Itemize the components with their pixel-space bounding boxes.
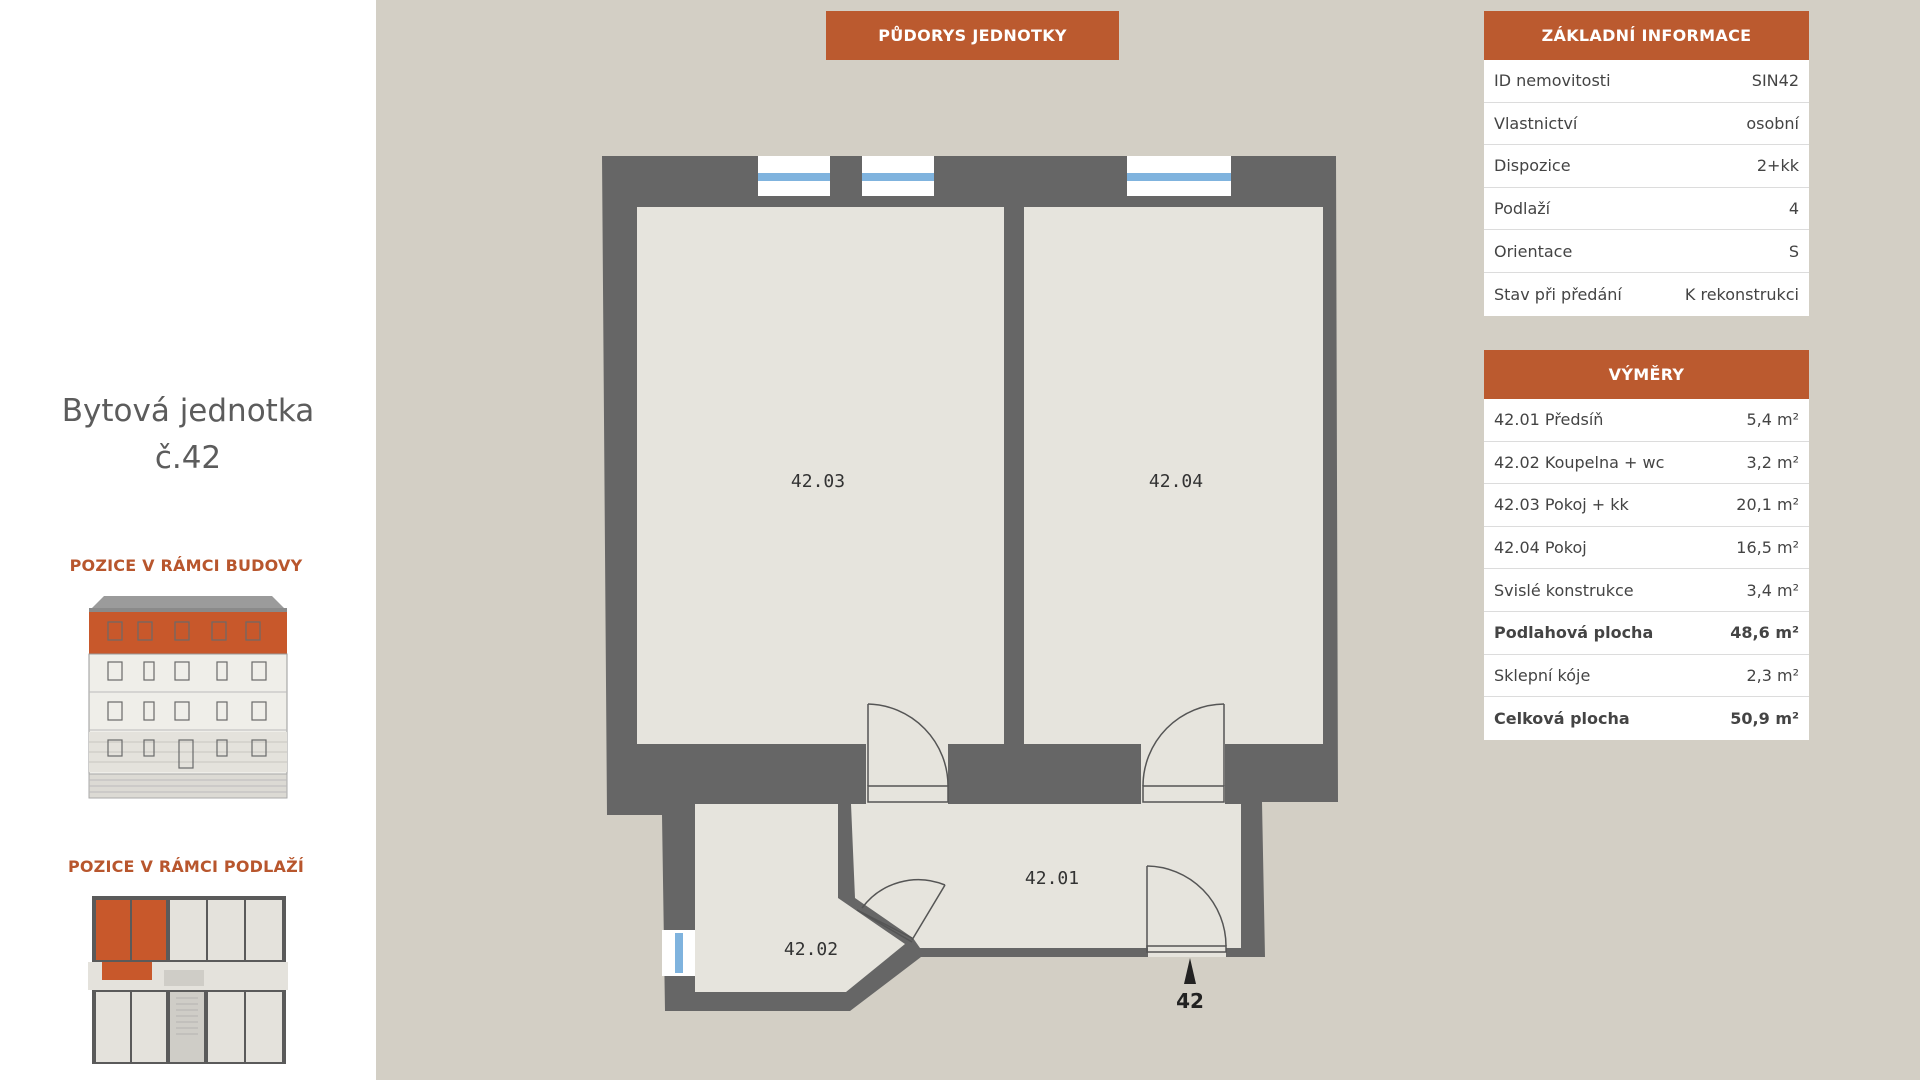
floor-plan-header: PŮDORYS JEDNOTKY	[826, 11, 1119, 60]
area-row: 42.03 Pokoj + kk 20,1 m²	[1484, 484, 1809, 527]
area-value: 2,3 m²	[1746, 665, 1799, 685]
info-row: Stav při předání K rekonstrukci	[1484, 273, 1809, 316]
area-label: Podlahová plocha	[1494, 623, 1654, 643]
area-value: 5,4 m²	[1746, 410, 1799, 430]
info-row: Orientace S	[1484, 230, 1809, 273]
info-label: Stav při předání	[1494, 284, 1622, 304]
door-opening-entrance	[1148, 943, 1226, 957]
room-label-42-01: 42.01	[1025, 868, 1079, 889]
area-label: 42.01 Předsíň	[1494, 410, 1604, 430]
info-label: Orientace	[1494, 241, 1573, 261]
info-value: 4	[1788, 199, 1799, 219]
sidebar: Bytová jednotka č.42 POZICE V RÁMCI BUDO…	[0, 0, 376, 1080]
room-42-02-floor	[695, 804, 905, 992]
entrance-arrow-icon	[1184, 958, 1196, 984]
area-label: 42.03 Pokoj + kk	[1494, 495, 1629, 515]
area-label: 42.04 Pokoj	[1494, 538, 1587, 558]
area-row: 42.02 Koupelna + wc 3,2 m²	[1484, 442, 1809, 485]
area-row: 42.04 Pokoj 16,5 m²	[1484, 527, 1809, 570]
entrance-label: 42	[1176, 989, 1204, 1013]
area-value: 20,1 m²	[1736, 495, 1799, 515]
room-42-03-floor	[637, 207, 1004, 744]
area-value: 3,4 m²	[1746, 580, 1799, 600]
areas-panel: VÝMĚRY 42.01 Předsíň 5,4 m² 42.02 Koupelna…	[1484, 350, 1809, 740]
info-value: osobní	[1746, 113, 1799, 133]
building-position-thumbnail[interactable]	[86, 592, 290, 802]
door-opening-42-04	[1141, 744, 1225, 804]
area-label: 42.02 Koupelna + wc	[1494, 452, 1665, 472]
unit-title-line1: Bytová jednotka	[61, 393, 315, 429]
windows-top	[758, 156, 1231, 196]
area-value: 48,6 m²	[1730, 623, 1799, 643]
info-row: ID nemovitosti SIN42	[1484, 60, 1809, 103]
room-42-01-floor	[851, 804, 1241, 948]
building-position-label: POZICE V RÁMCI BUDOVY	[69, 556, 303, 575]
info-value: S	[1788, 241, 1799, 261]
unit-title-line2: č.42	[154, 440, 222, 476]
room-42-04-floor	[1024, 207, 1323, 744]
area-row: Sklepní kóje 2,3 m²	[1484, 655, 1809, 698]
door-swings	[856, 703, 1227, 953]
floor-highlighted-room	[96, 900, 130, 960]
info-row: Podlaží 4	[1484, 188, 1809, 231]
area-value: 16,5 m²	[1736, 538, 1799, 558]
room-label-42-02: 42.02	[784, 939, 838, 960]
room-label-42-04: 42.04	[1149, 471, 1203, 492]
area-row: Podlahová plocha 48,6 m²	[1484, 612, 1809, 655]
info-value: SIN42	[1751, 71, 1799, 91]
area-row: 42.01 Předsíň 5,4 m²	[1484, 399, 1809, 442]
areas-header: VÝMĚRY	[1484, 350, 1809, 399]
info-label: Vlastnictví	[1494, 113, 1578, 133]
area-row: Svislé konstrukce 3,4 m²	[1484, 569, 1809, 612]
info-label: Dispozice	[1494, 156, 1571, 176]
building-roof	[92, 596, 284, 608]
basic-info-header: ZÁKLADNÍ INFORMACE	[1484, 11, 1809, 60]
area-label: Svislé konstrukce	[1494, 580, 1634, 600]
door-opening-42-03	[866, 744, 948, 804]
area-row: Celková plocha 50,9 m²	[1484, 697, 1809, 740]
area-value: 50,9 m²	[1730, 708, 1799, 728]
info-label: Podlaží	[1494, 199, 1551, 219]
area-label: Sklepní kóje	[1494, 665, 1591, 685]
info-row: Dispozice 2+kk	[1484, 145, 1809, 188]
room-label-42-03: 42.03	[791, 471, 845, 492]
info-label: ID nemovitosti	[1494, 71, 1611, 91]
area-label: Celková plocha	[1494, 708, 1630, 728]
floor-position-thumbnail[interactable]	[84, 894, 292, 1066]
info-value: 2+kk	[1756, 156, 1799, 176]
floor-position-label: POZICE V RÁMCI PODLAŽÍ	[67, 857, 305, 876]
info-row: Vlastnictví osobní	[1484, 103, 1809, 146]
info-value: K rekonstrukci	[1684, 284, 1799, 304]
unit-title: Bytová jednotka č.42	[0, 388, 376, 482]
area-value: 3,2 m²	[1746, 452, 1799, 472]
